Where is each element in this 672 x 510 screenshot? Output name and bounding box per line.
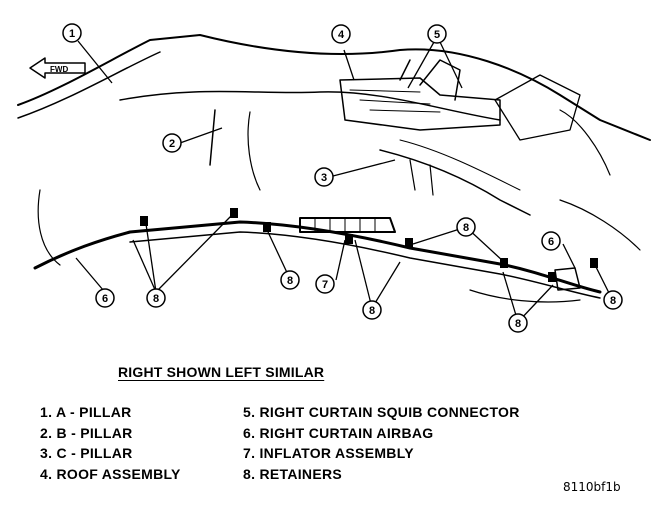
callout-7 [315, 274, 335, 294]
callout-2 [162, 133, 182, 153]
callout-3-label: 3 [321, 172, 327, 184]
legend-item: 2. B - PILLAR [40, 424, 133, 441]
retainer-clip [405, 238, 413, 248]
callout-3 [314, 167, 334, 187]
callout-8c-label: 8 [369, 305, 375, 317]
callout-5-top [427, 24, 447, 44]
fwd-label: FWD [50, 65, 68, 74]
curtain-airbag-diagram: FWD [17, 23, 651, 333]
callout-8b-label: 8 [287, 275, 293, 287]
callout-1-label: 1 [69, 28, 75, 40]
retainer-clip [140, 216, 148, 226]
callout-8-b [280, 270, 300, 290]
retainer-clips [140, 208, 598, 282]
callout-1 [62, 23, 82, 43]
callout-4-label: 4 [338, 29, 345, 41]
callout-5-label: 5 [434, 29, 440, 41]
callout-8-f [603, 290, 623, 310]
diagram-caption: RIGHT SHOWN LEFT SIMILAR [118, 364, 325, 380]
retainer-clip [230, 208, 238, 218]
callout-6-right [541, 231, 561, 251]
legend-item: 4. ROOF ASSEMBLY [40, 465, 181, 482]
legend-left-column: 1. A - PILLAR 2. B - PILLAR 3. C - PILLA… [40, 402, 181, 484]
fwd-arrow [29, 57, 86, 79]
callout-8-e [508, 313, 528, 333]
retainer-clip [500, 258, 508, 268]
callout-6-right-label: 6 [548, 236, 554, 248]
squib-connector [554, 267, 581, 291]
b-pillar-outline [119, 90, 501, 121]
callout-8f-label: 8 [610, 295, 616, 307]
callout-8a-label: 8 [153, 293, 159, 305]
callout-6-left [95, 288, 115, 308]
retainer-clip [590, 258, 598, 268]
legend-item: 8. RETAINERS [243, 465, 343, 482]
legend-item: 6. RIGHT CURTAIN AIRBAG [243, 424, 434, 441]
retainer-clip [345, 234, 353, 244]
callout-8d-label: 8 [463, 222, 469, 234]
callout-6-left-label: 6 [102, 293, 108, 305]
legend-right-column: 5. RIGHT CURTAIN SQUIB CONNECTOR 6. RIGH… [243, 402, 520, 484]
callout-7-label: 7 [322, 279, 328, 291]
c-pillar-outline [379, 149, 531, 216]
callout-2-label: 2 [169, 138, 175, 150]
callout-8-d [456, 217, 476, 237]
figure-id: 8110bf1b [563, 480, 621, 494]
legend-item: 7. INFLATOR ASSEMBLY [243, 445, 414, 461]
callout-8-a [146, 288, 166, 308]
retainer-clip [263, 222, 271, 232]
retainer-clip [548, 272, 556, 282]
legend-item: 3. C - PILLAR [40, 445, 133, 461]
legend-item: 5. RIGHT CURTAIN SQUIB CONNECTOR [243, 404, 520, 420]
callout-8e-label: 8 [515, 318, 521, 330]
callout-4 [331, 24, 351, 44]
a-pillar-outline [17, 34, 651, 141]
legend-item: 1. A - PILLAR [40, 404, 132, 420]
callout-8-c [362, 300, 382, 320]
